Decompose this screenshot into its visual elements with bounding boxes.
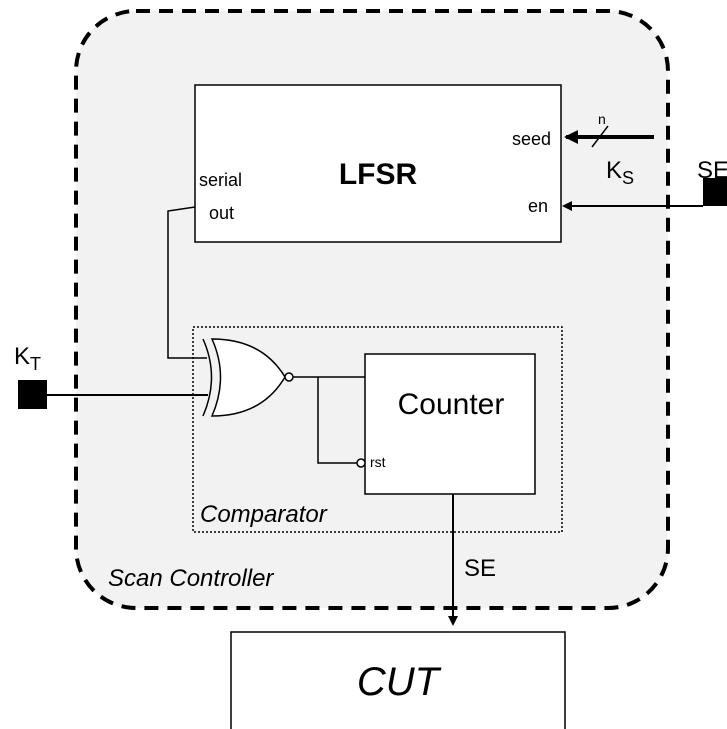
comparator-boundary <box>192 326 563 533</box>
se-input-label: SE <box>697 157 727 184</box>
ks-label: KS <box>606 157 634 188</box>
counter-label: Counter <box>398 388 505 421</box>
cut-label: CUT <box>357 660 442 704</box>
bus-width-slash <box>591 125 609 148</box>
rst-label: rst <box>370 454 386 470</box>
lfsr-out-label: out <box>209 203 234 223</box>
lfsr-serial-label: serial <box>199 170 242 190</box>
kt-label: KT <box>14 343 41 374</box>
scan-controller-label: Scan Controller <box>108 565 274 592</box>
serial-out-wire <box>167 206 207 359</box>
rst-inversion-bubble <box>356 458 366 468</box>
lfsr-en-label: en <box>528 196 548 216</box>
bus-width-label: n <box>598 111 606 127</box>
counter-block <box>364 353 536 495</box>
se-output-label: SE <box>464 555 496 582</box>
rst-feedback-wire <box>317 377 357 464</box>
cut-block <box>230 631 566 729</box>
comparator-label: Comparator <box>200 501 328 528</box>
lfsr-seed-label: seed <box>512 129 551 149</box>
lfsr-title: LFSR <box>339 158 418 191</box>
se-input-pin <box>703 178 727 206</box>
kt-input-pin <box>18 380 47 409</box>
lfsr-block <box>194 84 562 243</box>
xnor-gate <box>202 338 294 417</box>
